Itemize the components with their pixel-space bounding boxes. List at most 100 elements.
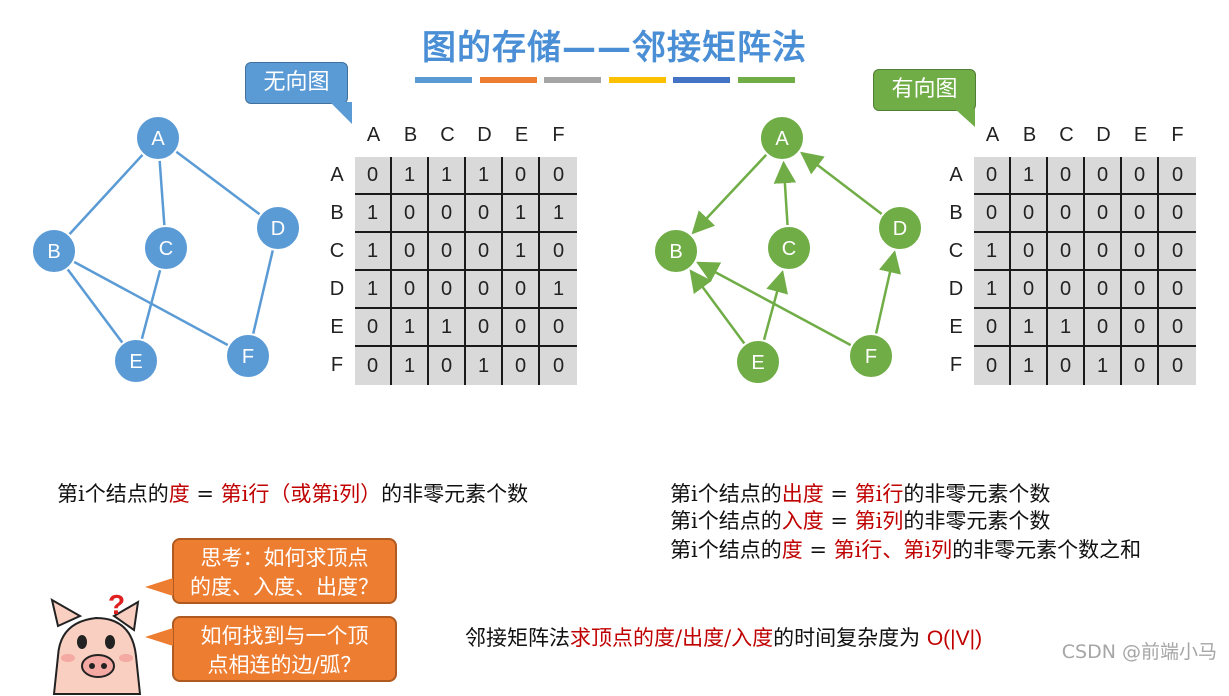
node-circle (766, 225, 812, 271)
matrix-cell: 0 (355, 157, 392, 195)
node-A: A (135, 115, 181, 161)
complexity-value: O(|V|) (926, 627, 983, 650)
arc-F-D (874, 250, 901, 334)
matrix-row-header: A (330, 164, 344, 186)
node-label: E (751, 352, 764, 374)
think-line: 思考：如何求顶点 (200, 546, 369, 570)
arc-D-A (800, 151, 883, 216)
node-label: A (151, 128, 165, 150)
matrix-cell: 1 (1011, 157, 1048, 195)
formula-equals: = (823, 509, 855, 533)
callout-tail (330, 102, 352, 124)
matrix-cell: 0 (466, 309, 503, 347)
matrix-cell: 1 (355, 195, 392, 233)
arc-A-B (691, 153, 768, 235)
matrix-cell: 0 (974, 309, 1011, 347)
formula-text: 第i个结点的 (670, 538, 782, 562)
think-line: 的度、入度、出度？ (190, 575, 379, 599)
matrix-cell: 0 (392, 233, 429, 271)
matrix-cell: 0 (1011, 271, 1048, 309)
color-bar-segment (608, 77, 666, 83)
formula-text: 第i个结点的 (57, 482, 169, 506)
node-label: C (159, 238, 173, 260)
think-line: 如何找到与一个顶 (200, 624, 369, 648)
directed-label-callout: 有向图 (873, 69, 976, 111)
directed-arcs (689, 151, 901, 347)
matrix-cell: 0 (974, 157, 1011, 195)
matrix-cell: 0 (503, 271, 540, 309)
matrix-cell: 1 (503, 195, 540, 233)
matrix-col-header: B (403, 124, 418, 146)
matrix-row-header: C (948, 240, 964, 262)
color-bar-segment (673, 77, 730, 83)
matrix-cell: 0 (1011, 233, 1048, 271)
edge-A-D (157, 137, 279, 229)
matrix-cell: 0 (1048, 157, 1085, 195)
formula-highlight: 第i行、第i列 (833, 538, 953, 562)
watermark: CSDN @前端小马 (1061, 641, 1217, 663)
matrix-cell: 1 (429, 157, 466, 195)
matrix-cell: 1 (1011, 347, 1048, 385)
matrix-cell: 0 (1159, 157, 1196, 195)
complexity-text: 邻接矩阵法 (465, 626, 570, 650)
matrix-col-header: D (1096, 124, 1111, 146)
matrix-cell: 0 (1085, 271, 1122, 309)
question-mark-icon: ? (108, 589, 125, 620)
matrix-cell: 0 (1085, 157, 1122, 195)
matrix-cell: 0 (429, 195, 466, 233)
matrix-cell: 0 (1085, 233, 1122, 271)
matrix-cell: 1 (355, 271, 392, 309)
node-label: F (865, 346, 877, 368)
think-line: 点相连的边/弧？ (207, 653, 362, 677)
formula-highlight: 第i行（或第i列） (220, 482, 382, 506)
color-bar-segment (479, 77, 537, 83)
node-label: C (782, 238, 796, 260)
matrix-cell: 0 (1085, 309, 1122, 347)
matrix-cell: 0 (1122, 195, 1159, 233)
matrix-col-header: C (440, 124, 455, 146)
formula-text: 的非零元素个数 (381, 482, 529, 506)
formula-highlight: 出度 (781, 482, 824, 506)
matrix-col-header: C (1059, 124, 1074, 146)
matrix-cell: 0 (429, 271, 466, 309)
matrix-col-header: B (1022, 124, 1037, 146)
matrix-cell: 1 (1085, 347, 1122, 385)
arc-E-B (689, 269, 746, 345)
node-B: B (31, 228, 77, 274)
formula-equals: = (802, 538, 834, 562)
node-circle (653, 228, 699, 274)
matrix-cell: 0 (429, 233, 466, 271)
formula-text: 第i个结点的 (670, 509, 782, 533)
arc-C-A (773, 160, 797, 226)
matrix-cell: 0 (540, 233, 577, 271)
formula-equals: = (823, 482, 855, 506)
matrix-cell: 0 (392, 195, 429, 233)
node-circle (113, 338, 159, 384)
formula-highlight: 第i行 (854, 482, 904, 506)
formula-text: 的非零元素个数 (903, 509, 1051, 533)
node-label: A (775, 128, 789, 150)
formula-text: 的非零元素个数 (903, 482, 1051, 506)
matrix-cell: 1 (974, 271, 1011, 309)
matrix-cell: 0 (540, 157, 577, 195)
matrix-cell: 0 (503, 309, 540, 347)
node-label: D (893, 218, 907, 240)
matrix-row-header: F (330, 354, 344, 376)
matrix-cell: 1 (355, 233, 392, 271)
node-circle (735, 339, 781, 385)
matrix-cell: 0 (392, 271, 429, 309)
matrix-cell: 0 (1048, 233, 1085, 271)
matrix-cell: 0 (1048, 271, 1085, 309)
node-circle (143, 225, 189, 271)
matrix-cell: 0 (1122, 271, 1159, 309)
matrix-cell: 0 (974, 195, 1011, 233)
color-bar-segment (544, 77, 601, 83)
matrix-col-header: F (552, 124, 565, 146)
callout-tail (955, 109, 975, 127)
matrix-col-header: A (985, 124, 1000, 146)
